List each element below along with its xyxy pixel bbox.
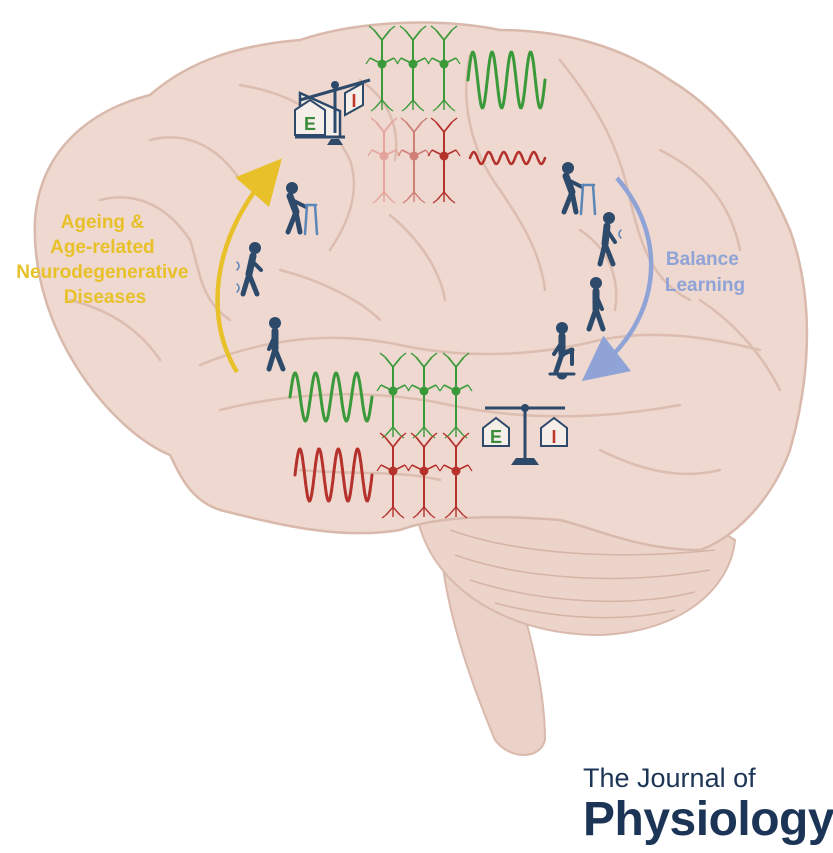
ageing-label-line-2: Age-related (50, 237, 155, 258)
wave-icon (466, 50, 547, 110)
waves (288, 50, 547, 503)
cerebellum-folia (449, 529, 716, 619)
brain-gyri (68, 53, 782, 482)
balance-board-icon (548, 322, 576, 380)
journal-name-line-2: Physiology (583, 793, 833, 846)
brain-icon (33, 21, 809, 756)
scale-bottom-e: E (490, 427, 502, 447)
scale-top-i: I (351, 91, 356, 111)
wave-icon (293, 447, 374, 503)
wave-icon (468, 150, 547, 166)
ageing-label-line-1: Ageing & (61, 212, 145, 233)
balance-scale-icon: E I (294, 78, 371, 145)
wave-icon (288, 371, 374, 423)
scale-bottom-i: I (551, 427, 556, 447)
scale-top-e: E (304, 114, 316, 134)
balance-learning-label-line-1: Balance (666, 249, 739, 270)
cerebrum (33, 21, 809, 552)
person-walking-icon (597, 212, 622, 267)
person-with-walker-icon (561, 162, 597, 216)
person-walking-icon (266, 317, 286, 372)
balance-learning-label-line-2: Learning (665, 275, 745, 296)
balance-scale-icon: E I (482, 404, 568, 465)
person-walking-icon (236, 242, 263, 297)
person-walking-icon (586, 277, 606, 332)
person-with-walker-icon (285, 182, 319, 236)
ageing-label-line-4: Diseases (64, 287, 146, 308)
balance-learning-arrow (581, 176, 654, 382)
balance-learning-label: Balance Learning (665, 249, 745, 296)
journal-name-line-1: The Journal of (583, 763, 756, 793)
ageing-label-line-3: Neurodegenerative (16, 262, 188, 283)
ageing-arrow (215, 158, 282, 374)
ageing-label: Ageing & Age-related Neurodegenerative D… (16, 212, 193, 308)
